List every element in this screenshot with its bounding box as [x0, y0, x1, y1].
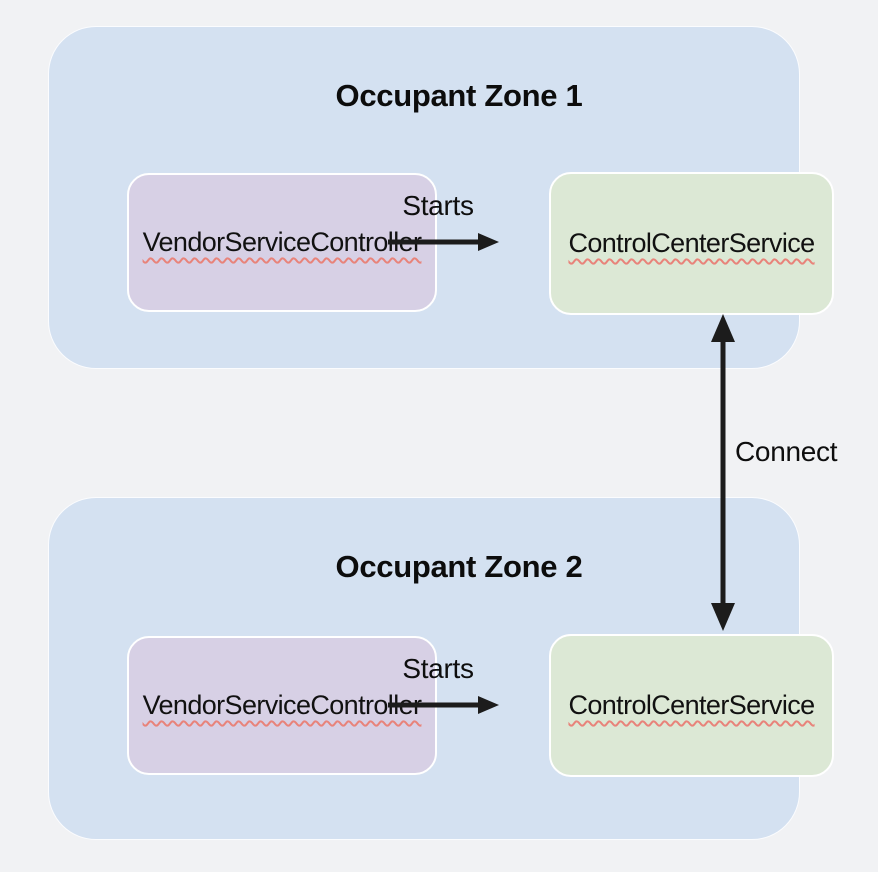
- starts-edge-label-zone2: Starts: [402, 653, 474, 684]
- vendor-service-controller-label: VendorServiceController: [142, 690, 422, 720]
- zone-1-title: Occupant Zone 1: [335, 78, 583, 113]
- zone-2-title: Occupant Zone 2: [335, 549, 583, 584]
- control-center-service-node-zone1: ControlCenterService: [549, 172, 834, 315]
- vendor-service-controller-label: VendorServiceController: [142, 227, 422, 257]
- occupant-zone-2: Occupant Zone 2 VendorServiceController …: [48, 497, 834, 840]
- control-center-service-label: ControlCenterService: [568, 228, 815, 258]
- starts-edge-label-zone1: Starts: [402, 190, 474, 221]
- vendor-service-controller-node-zone1: VendorServiceController: [127, 173, 437, 312]
- vendor-service-controller-node-zone2: VendorServiceController: [127, 636, 437, 775]
- occupant-zone-1: Occupant Zone 1 VendorServiceController …: [48, 26, 834, 369]
- connect-edge-label: Connect: [735, 436, 838, 467]
- control-center-service-node-zone2: ControlCenterService: [549, 634, 834, 777]
- control-center-service-label: ControlCenterService: [568, 690, 815, 720]
